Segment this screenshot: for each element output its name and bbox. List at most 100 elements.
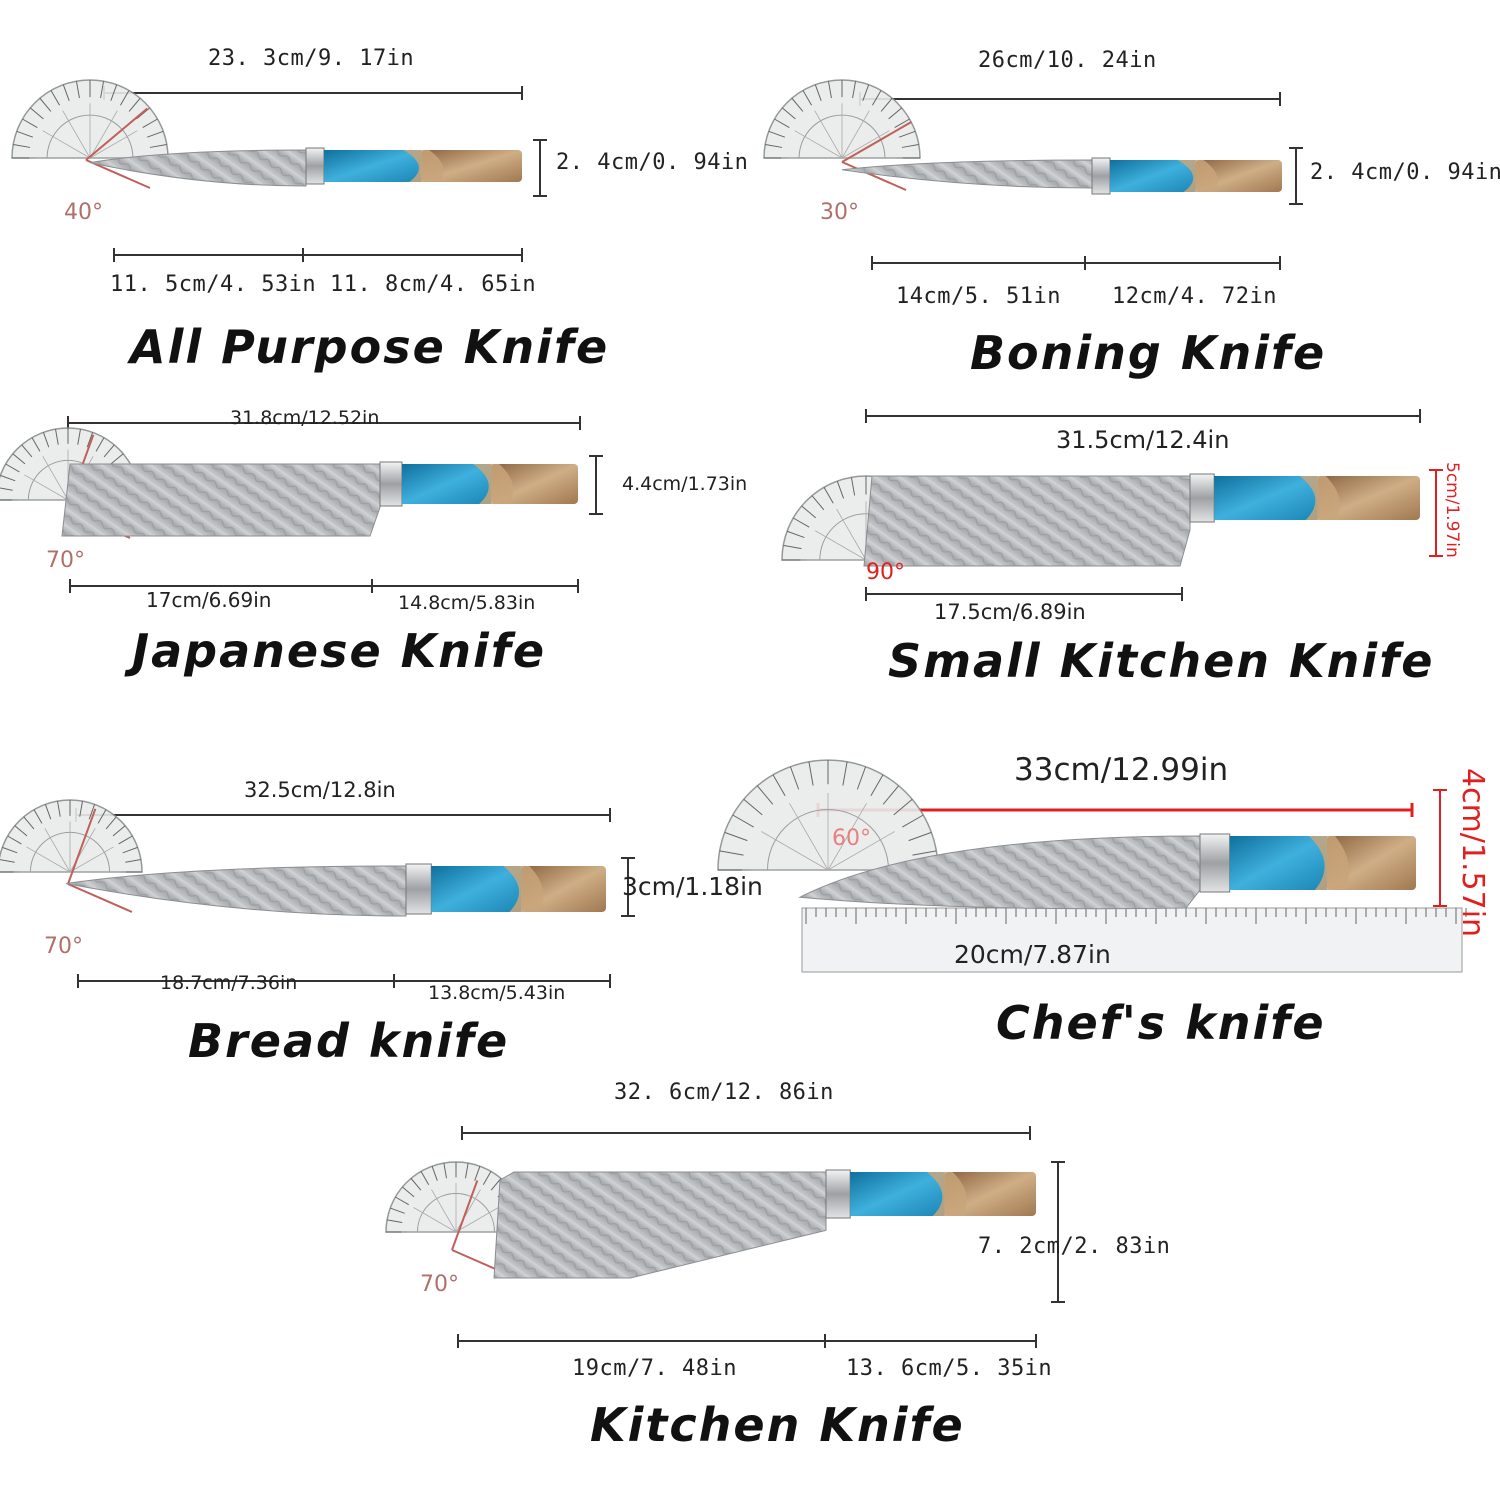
chef-protractor <box>717 759 939 871</box>
small-kitchen-height-dim <box>1429 469 1443 557</box>
chef-angle: 60° <box>832 826 871 851</box>
japanese-knife <box>61 461 578 537</box>
wood-inlay <box>926 1172 967 1216</box>
boning-angle-wedge <box>841 121 912 191</box>
japanese-total-length: 31.8cm/12.52in <box>230 407 380 429</box>
bolster <box>825 1169 851 1219</box>
all-purpose-angle-wedge <box>85 107 151 189</box>
kitchen-angle: 70° <box>420 1272 459 1297</box>
all-purpose-handle-length: 11. 8cm/4. 65in <box>330 272 537 297</box>
wood-inlay <box>1308 836 1350 890</box>
bread-total-dim <box>75 808 611 822</box>
chef-knife <box>798 833 1416 910</box>
wood-inlay <box>473 464 514 504</box>
all-purpose-total-dim <box>103 86 523 100</box>
chef-title: Chef's knife <box>996 996 1326 1050</box>
all-purpose-title: All Purpose Knife <box>130 320 610 374</box>
bolster <box>405 863 432 915</box>
bread-height-dim <box>621 857 635 917</box>
chef-total-length: 33cm/12.99in <box>1014 752 1229 788</box>
wood-handle <box>1326 836 1416 890</box>
resin-handle <box>1110 160 1196 192</box>
small-kitchen-angle: 90° <box>866 560 905 585</box>
boning-split-dim <box>871 256 1281 270</box>
bread-split-dim <box>77 974 611 988</box>
kitchen-total-dim <box>461 1126 1031 1140</box>
bolster <box>379 461 403 507</box>
boning-height: 2. 4cm/0. 94in <box>1310 160 1500 185</box>
boning-protractor <box>763 79 921 159</box>
boning-angle: 30° <box>820 200 859 225</box>
dimension-lines <box>67 86 1447 1348</box>
resin-handle <box>431 866 522 912</box>
kitchen-height-dim <box>1051 1161 1065 1303</box>
chef-ruler <box>801 907 1467 973</box>
all-purpose-blade-length: 11. 5cm/4. 53in <box>110 272 317 297</box>
bolster <box>305 147 325 185</box>
wood-handle <box>944 1172 1036 1216</box>
bread-title: Bread knife <box>188 1014 510 1068</box>
all-purpose-angle: 40° <box>64 200 103 225</box>
all-purpose-split-dim <box>113 248 523 262</box>
japanese-handle-length: 14.8cm/5.83in <box>398 592 536 614</box>
bread-knife <box>65 863 606 917</box>
blade <box>863 475 1191 567</box>
bolster <box>1199 833 1231 893</box>
kitchen-total-length: 32. 6cm/12. 86in <box>614 1080 834 1105</box>
boning-height-dim <box>1289 147 1303 205</box>
resin-handle <box>402 464 492 504</box>
bread-blade-length: 18.7cm/7.36in <box>160 972 298 994</box>
bread-height: 3cm/1.18in <box>622 872 763 901</box>
bread-angle: 70° <box>44 934 83 959</box>
all-purpose-knife <box>89 147 522 187</box>
all-purpose-height: 2. 4cm/0. 94in <box>556 150 749 175</box>
wood-inlay <box>503 866 544 912</box>
blade <box>65 865 407 917</box>
chef-height-dim <box>1433 789 1447 907</box>
knife-drawings <box>0 79 1467 1279</box>
wood-inlay <box>1299 476 1340 520</box>
all-purpose-total-length: 23. 3cm/9. 17in <box>208 46 415 71</box>
kitchen-blade-length: 19cm/7. 48in <box>572 1356 737 1381</box>
chef-blade-length: 20cm/7.87in <box>954 940 1111 969</box>
japanese-split-dim <box>69 579 579 593</box>
all-purpose-protractor <box>11 79 169 159</box>
wood-handle <box>421 150 522 182</box>
kitchen-knife <box>493 1169 1036 1279</box>
resin-handle <box>1214 476 1318 520</box>
bread-angle-wedge <box>67 808 133 913</box>
resin-handle <box>324 150 422 182</box>
kitchen-handle-length: 13. 6cm/5. 35in <box>846 1356 1053 1381</box>
bolster <box>1091 157 1111 195</box>
japanese-angle: 70° <box>46 548 85 573</box>
resin-handle <box>1229 836 1327 890</box>
wood-inlay <box>1177 160 1218 192</box>
japanese-title: Japanese Knife <box>132 624 547 678</box>
bread-handle-length: 13.8cm/5.43in <box>428 982 566 1004</box>
bread-protractor <box>0 799 143 873</box>
boning-total-dim <box>859 92 1281 106</box>
blade <box>61 463 381 537</box>
small-kitchen-blade-length: 17.5cm/6.89in <box>934 600 1086 624</box>
kitchen-title: Kitchen Knife <box>590 1398 965 1452</box>
boning-blade-length: 14cm/5. 51in <box>896 284 1061 309</box>
japanese-height: 4.4cm/1.73in <box>622 473 748 495</box>
chef-height: 4cm/1.57in <box>1455 768 1490 938</box>
boning-handle-length: 12cm/4. 72in <box>1112 284 1277 309</box>
blade <box>841 159 1093 189</box>
kitchen-height: 7. 2cm/2. 83in <box>978 1234 1171 1259</box>
small-kitchen-blade-dim <box>865 587 1183 601</box>
boning-title: Boning Knife <box>970 326 1327 380</box>
japanese-blade-length: 17cm/6.69in <box>146 588 272 612</box>
blade <box>493 1171 827 1279</box>
small-kitchen-knife <box>863 473 1420 567</box>
boning-knife <box>841 157 1282 195</box>
small-kitchen-title: Small Kitchen Knife <box>888 634 1435 688</box>
kitchen-split-dim <box>457 1334 1037 1348</box>
small-kitchen-total-dim <box>865 409 1421 423</box>
boning-total-length: 26cm/10. 24in <box>978 48 1157 73</box>
small-kitchen-total-length: 31.5cm/12.4in <box>1056 426 1230 454</box>
japanese-height-dim <box>589 455 603 515</box>
small-kitchen-height: 5cm/1.97in <box>1442 462 1462 558</box>
